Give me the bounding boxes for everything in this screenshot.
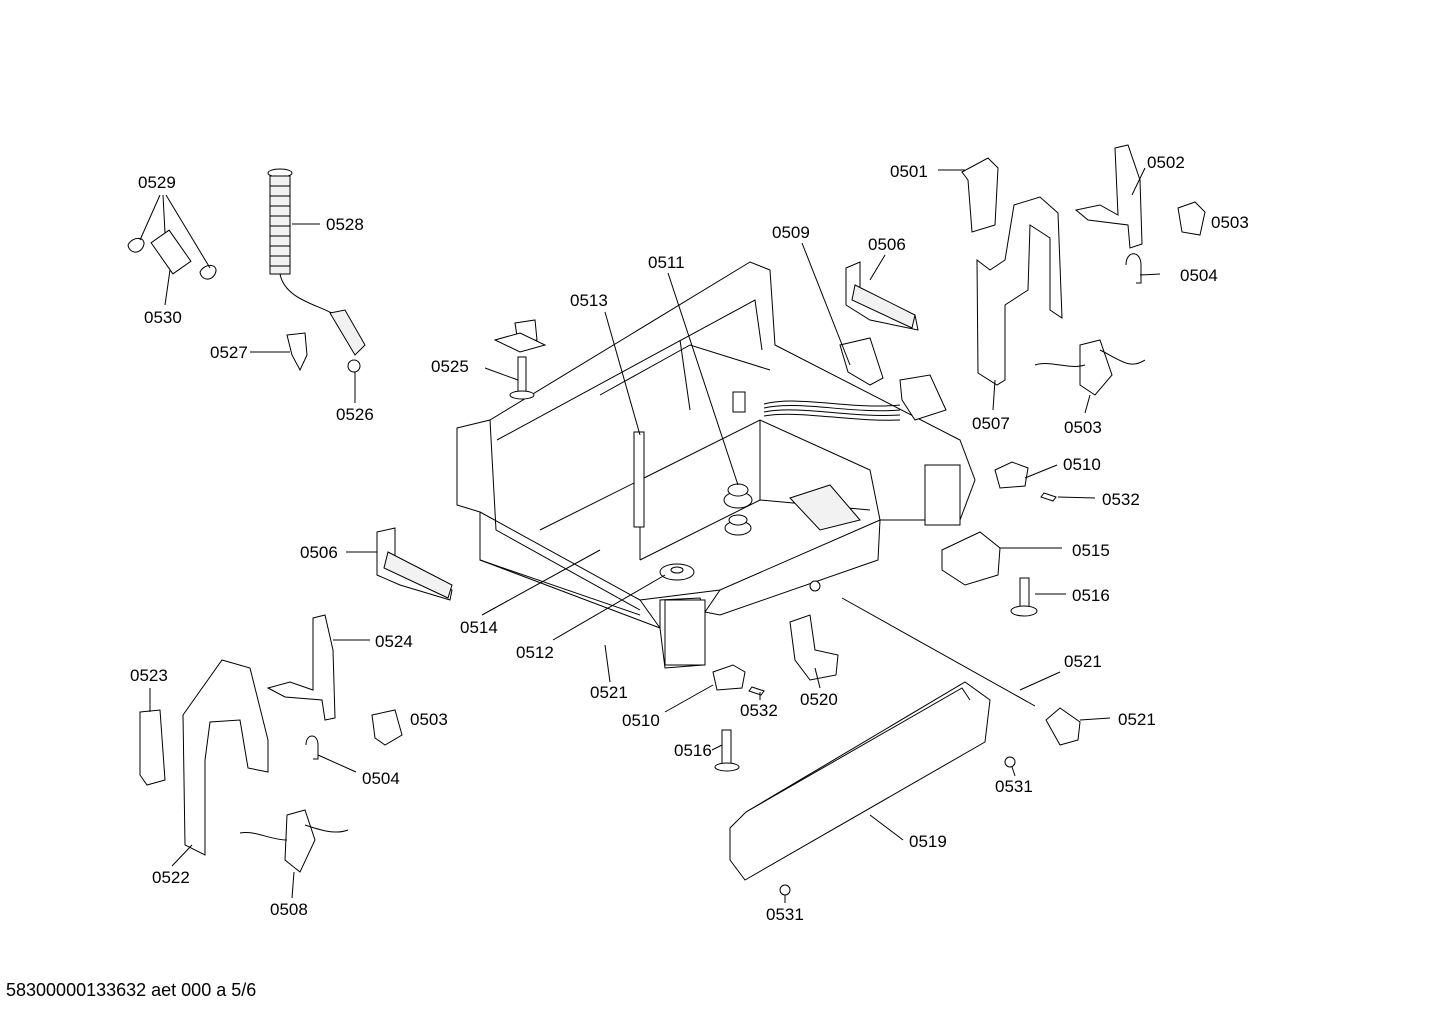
label-0507: 0507 (972, 414, 1010, 433)
label-0510-right: 0510 (1063, 455, 1101, 474)
label-0527: 0527 (210, 343, 248, 362)
label-0530: 0530 (144, 308, 182, 327)
label-0509: 0509 (772, 223, 810, 242)
label-0526: 0526 (336, 405, 374, 424)
label-0503-top: 0503 (1211, 213, 1249, 232)
label-0502: 0502 (1147, 153, 1185, 172)
label-0516-mid: 0516 (674, 741, 712, 760)
label-0512: 0512 (516, 643, 554, 662)
label-0513: 0513 (570, 291, 608, 310)
label-0532-right: 0532 (1102, 490, 1140, 509)
label-0519: 0519 (909, 832, 947, 851)
label-0524: 0524 (375, 632, 413, 651)
label-0520: 0520 (800, 690, 838, 709)
label-0506-left: 0506 (300, 543, 338, 562)
label-0529: 0529 (138, 173, 176, 192)
document-id-footer: 58300000133632 aet 000 a 5/6 (6, 980, 257, 1000)
label-0501: 0501 (890, 162, 928, 181)
label-0511: 0511 (648, 253, 685, 272)
part-labels: 0529 0530 0528 0527 0526 0525 0513 0511 … (130, 153, 1249, 924)
label-0515: 0515 (1072, 541, 1110, 560)
label-0531-right: 0531 (995, 777, 1033, 796)
label-0521-knob: 0521 (1118, 710, 1156, 729)
label-0532-mid: 0532 (740, 701, 778, 720)
base-frame (456, 261, 976, 669)
label-0521-base: 0521 (590, 683, 628, 702)
label-0531-bottom: 0531 (766, 905, 804, 924)
label-0528: 0528 (326, 215, 364, 234)
label-0516-right: 0516 (1072, 586, 1110, 605)
label-0504-top: 0504 (1180, 266, 1218, 285)
drain-hose-group (127, 168, 547, 400)
label-0521-right: 0521 (1064, 652, 1102, 671)
label-0523: 0523 (130, 666, 168, 685)
label-0503-right: 0503 (1064, 418, 1102, 437)
label-0514: 0514 (460, 618, 498, 637)
left-parts-group (139, 527, 453, 873)
label-0522: 0522 (152, 868, 190, 887)
right-bracket-group (839, 144, 1206, 421)
leader-lines (139, 167, 1161, 903)
label-0506-top: 0506 (868, 235, 906, 254)
right-parts-group (712, 461, 1081, 896)
label-0503-left: 0503 (410, 710, 448, 729)
label-0510-mid: 0510 (622, 711, 660, 730)
label-0504-left: 0504 (362, 769, 400, 788)
label-0508: 0508 (270, 900, 308, 919)
label-0525: 0525 (431, 357, 469, 376)
